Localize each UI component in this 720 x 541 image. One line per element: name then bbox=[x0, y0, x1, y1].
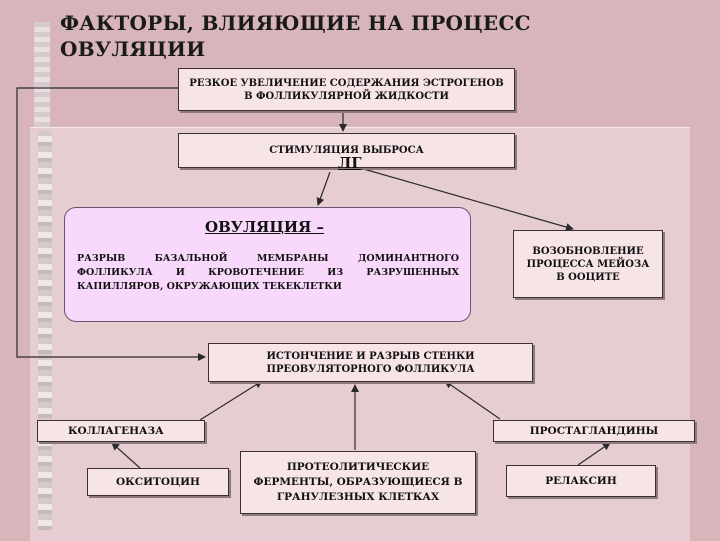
collagenase-box: КОЛЛАГЕНАЗА bbox=[37, 420, 205, 442]
relaxin-box: РЕЛАКСИН bbox=[506, 465, 656, 497]
arrow-lh-to-ovulation bbox=[316, 171, 331, 206]
meiosis-label: ВОЗОБНОВЛЕНИЕ ПРОЦЕССА МЕЙОЗА В ООЦИТЕ bbox=[526, 245, 650, 283]
relaxin-label: РЕЛАКСИН bbox=[545, 474, 617, 487]
meiosis-box: ВОЗОБНОВЛЕНИЕ ПРОЦЕССА МЕЙОЗА В ООЦИТЕ bbox=[513, 230, 663, 298]
thinning-box: ИСТОНЧЕНИЕ И РАЗРЫВ СТЕНКИ ПРЕОВУЛЯТОРНО… bbox=[208, 343, 533, 382]
arrow-relaxin-to-prostaglandins bbox=[577, 442, 611, 466]
estrogen-box: РЕЗКОЕ УВЕЛИЧЕНИЕ СОДЕРЖАНИЯ ЭСТРОГЕНОВ … bbox=[178, 68, 515, 111]
oxytocin-label: ОКСИТОЦИН bbox=[116, 475, 200, 488]
arrow-estrogen-to-thinning bbox=[16, 87, 206, 361]
lh-stimulation-box: СТИМУЛЯЦИЯ ВЫБРОСА bbox=[178, 133, 515, 168]
ovulation-description: РАЗРЫВ БАЗАЛЬНОЙ МЕМБРАНЫ ДОМИНАНТНОГО Ф… bbox=[77, 253, 459, 292]
arrow-lh-to-meiosis bbox=[359, 167, 574, 231]
ovulation-box: ОВУЛЯЦИЯ – РАЗРЫВ БАЗАЛЬНОЙ МЕМБРАНЫ ДОМ… bbox=[64, 207, 471, 322]
ovulation-title: ОВУЛЯЦИЯ – bbox=[205, 218, 325, 236]
arrow-prostaglandins-to-thinning bbox=[444, 380, 501, 420]
estrogen-label: РЕЗКОЕ УВЕЛИЧЕНИЕ СОДЕРЖАНИЯ ЭСТРОГЕНОВ … bbox=[189, 77, 504, 102]
proteolytic-label: ПРОТЕОЛИТИЧЕСКИЕ ФЕРМЕНТЫ, ОБРАЗУЮЩИЕСЯ … bbox=[253, 461, 463, 503]
proteolytic-box: ПРОТЕОЛИТИЧЕСКИЕ ФЕРМЕНТЫ, ОБРАЗУЮЩИЕСЯ … bbox=[240, 451, 476, 514]
prostaglandins-label: ПРОСТАГЛАНДИНЫ bbox=[529, 424, 659, 437]
collagenase-label: КОЛЛАГЕНАЗА bbox=[68, 424, 164, 437]
prostaglandins-box: ПРОСТАГЛАНДИНЫ bbox=[493, 420, 695, 442]
arrow-oxytocin-to-collagenase bbox=[111, 442, 141, 469]
thinning-label: ИСТОНЧЕНИЕ И РАЗРЫВ СТЕНКИ ПРЕОВУЛЯТОРНО… bbox=[266, 350, 475, 375]
decorative-strip-top bbox=[34, 22, 50, 127]
slide-title: ФАКТОРЫ, ВЛИЯЮЩИЕ НА ПРОЦЕСС ОВУЛЯЦИИ bbox=[60, 11, 531, 61]
lh-label: ЛГ bbox=[338, 154, 362, 172]
lh-stimulation-label: СТИМУЛЯЦИЯ ВЫБРОСА bbox=[269, 145, 424, 156]
arrow-collagenase-to-thinning bbox=[199, 380, 263, 421]
oxytocin-box: ОКСИТОЦИН bbox=[87, 468, 229, 496]
